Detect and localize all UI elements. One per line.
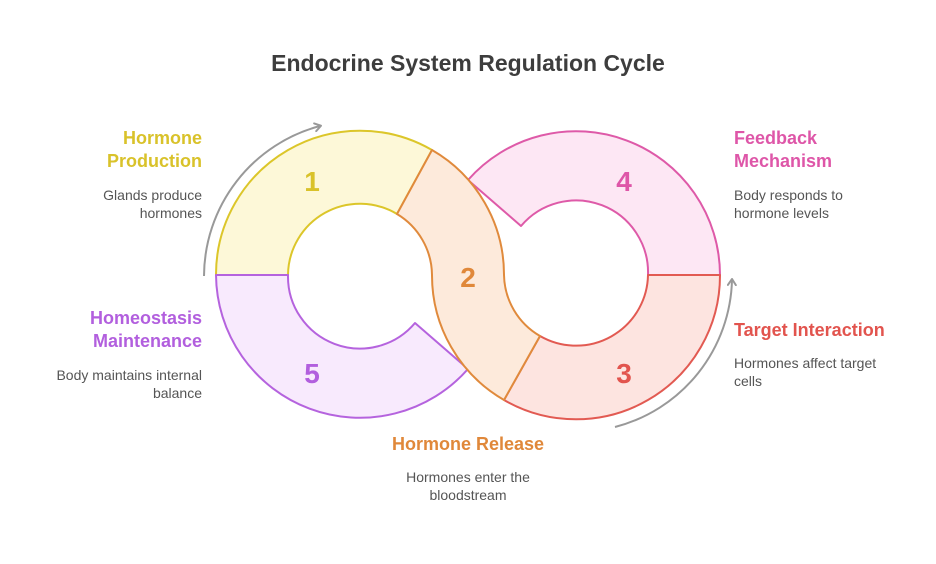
step-number-3: 3 (616, 358, 632, 389)
step-1-description: Glands produce hormones (103, 187, 202, 221)
page-title: Endocrine System Regulation Cycle (271, 50, 665, 76)
step-4-label: Feedback Mechanism (734, 128, 833, 171)
step-2-label: Hormone Release (391, 434, 545, 454)
step-3-description: Hormones affect target cells (734, 355, 877, 389)
step-5-label: Homeostasis Maintenance (89, 308, 202, 351)
step-1-label: Hormone Production (107, 128, 202, 171)
segment-5-homeostasis-maintenance (215, 274, 469, 419)
step-5-description: Body maintains internal balance (56, 367, 202, 401)
step-number-5: 5 (304, 358, 320, 389)
step-number-1: 1 (304, 166, 320, 197)
segment-2-hormone-release (396, 149, 541, 401)
step-2-description: Hormones enter the bloodstream (406, 469, 530, 503)
curved-arrow-top-left (203, 122, 322, 277)
step-3-label: Target Interaction (734, 320, 885, 340)
segment-1-hormone-production (214, 129, 433, 276)
segment-4-feedback-mechanism (467, 130, 721, 276)
step-number-2: 2 (460, 262, 476, 293)
segment-3-target-interaction (503, 274, 722, 421)
step-4-description: Body responds to hormone levels (734, 187, 843, 221)
curved-arrow-bottom-right (614, 278, 737, 428)
step-number-4: 4 (616, 166, 632, 197)
